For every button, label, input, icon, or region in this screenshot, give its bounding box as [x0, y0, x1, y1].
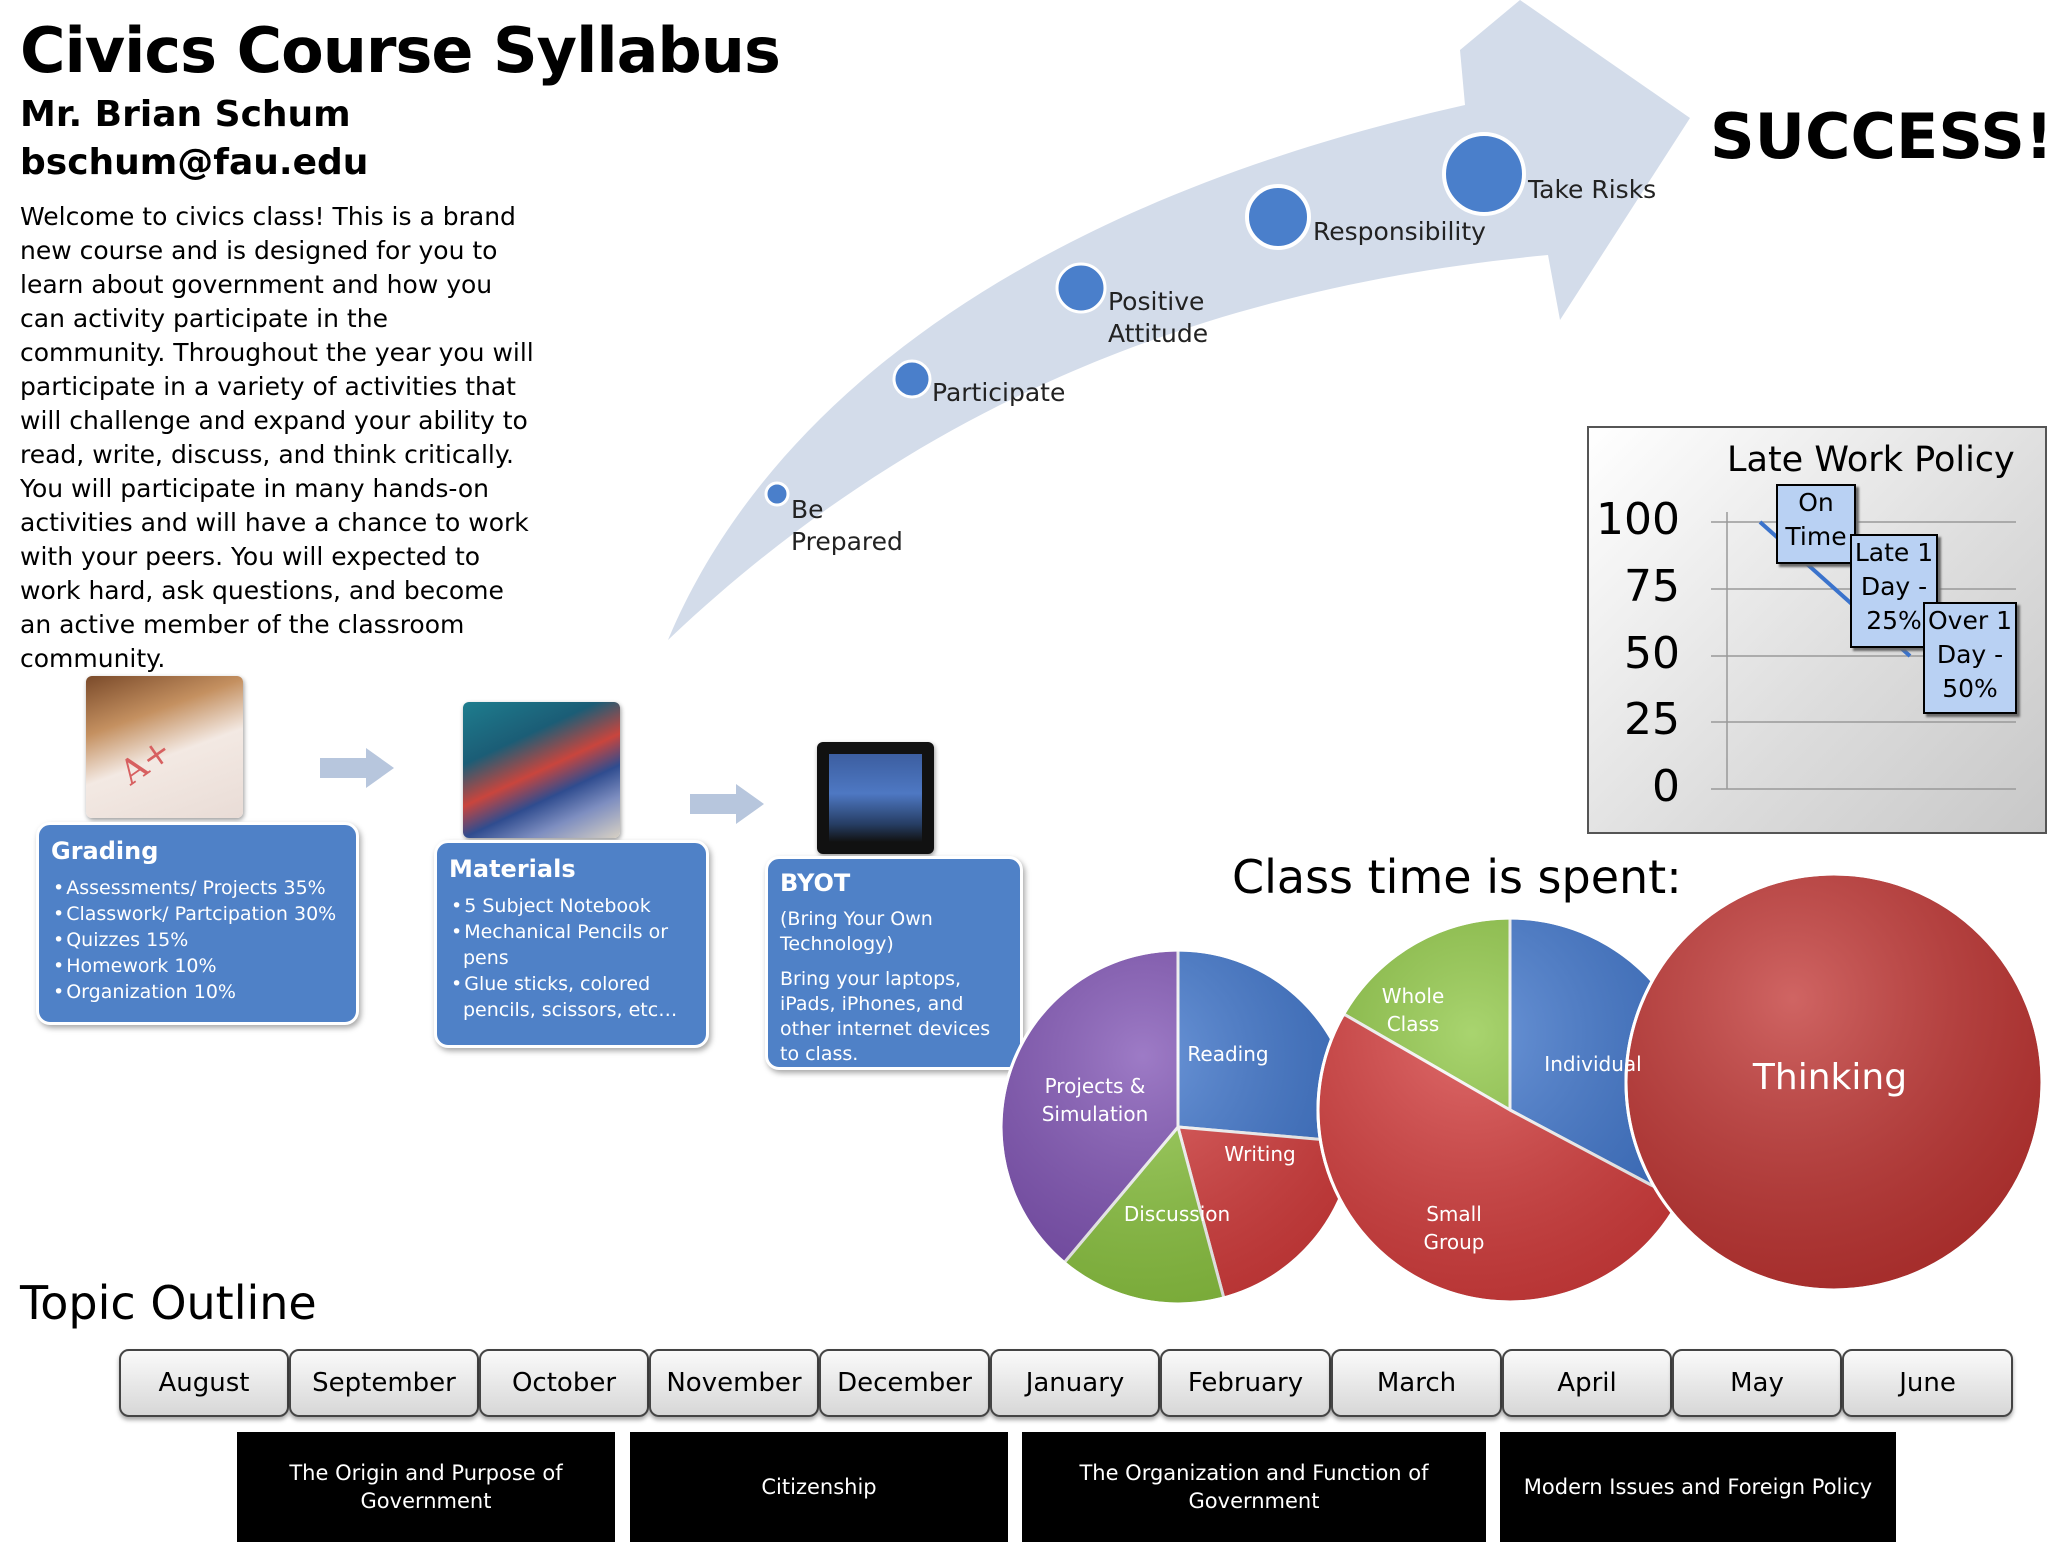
arrow-grading-to-materials	[320, 748, 394, 788]
byot-subtitle: (Bring Your Own Technology)	[780, 908, 933, 955]
step-dot-5	[1442, 132, 1526, 216]
month-june[interactable]: June	[1842, 1349, 2013, 1417]
byot-body: Bring your laptops, iPads, iPhones, and …	[780, 968, 991, 1065]
step-be-prepared: Be Prepared	[791, 495, 903, 556]
materials-card: Materials 5 Subject Notebook Mechanical …	[434, 840, 709, 1048]
step-dot-4	[1245, 184, 1311, 250]
unit-citizenship: Citizenship	[630, 1432, 1008, 1542]
y-tick: 25	[1624, 694, 1680, 745]
note-late-one-day: Late 1 Day - 25%	[1850, 534, 1938, 648]
pie-label-whole-class: Whole Class	[1381, 984, 1445, 1036]
month-august[interactable]: August	[119, 1349, 289, 1417]
notebooks-photo	[463, 702, 620, 838]
step-take-risks: Take Risks	[1528, 175, 1657, 204]
materials-title: Materials	[449, 855, 576, 883]
note-on-time: On Time	[1776, 484, 1856, 564]
step-responsibility: Responsibility	[1313, 217, 1486, 246]
pie-label-writing: Writing	[1224, 1142, 1296, 1166]
month-october[interactable]: October	[479, 1349, 649, 1417]
late-work-title: Late Work Policy	[1727, 440, 2015, 480]
month-november[interactable]: November	[649, 1349, 819, 1417]
step-participate: Participate	[932, 378, 1066, 407]
arrow-materials-to-byot	[690, 784, 764, 824]
month-january[interactable]: January	[990, 1349, 1160, 1417]
intro-paragraph: Welcome to civics class! This is a brand…	[20, 202, 534, 673]
pie-label-reading: Reading	[1187, 1042, 1269, 1066]
byot-title: BYOT	[780, 869, 851, 897]
month-september[interactable]: September	[289, 1349, 479, 1417]
unit-organization-function: The Organization and Function of Governm…	[1022, 1432, 1486, 1542]
pie-label-thinking: Thinking	[1752, 1057, 1908, 1098]
grading-item: Quizzes 15%	[51, 927, 344, 953]
pie-label-discussion: Discussion	[1123, 1202, 1231, 1226]
grading-card: Grading Assessments/ Projects 35% Classw…	[36, 822, 359, 1025]
month-march[interactable]: March	[1331, 1349, 1502, 1417]
grading-item: Assessments/ Projects 35%	[51, 875, 344, 901]
materials-item: Mechanical Pencils or pens	[449, 919, 694, 971]
graded-paper-photo: A+	[86, 676, 243, 818]
pie-label-individual: Individual	[1544, 1052, 1642, 1076]
tablet-photo	[817, 742, 934, 854]
note-over-one-day: Over 1 Day - 50%	[1923, 602, 2017, 714]
unit-modern-issues: Modern Issues and Foreign Policy	[1500, 1432, 1896, 1542]
unit-origin-purpose: The Origin and Purpose of Government	[237, 1432, 615, 1542]
success-heading: SUCCESS!	[1710, 100, 2048, 173]
grading-item: Organization 10%	[51, 979, 344, 1005]
byot-card: BYOT (Bring Your Own Technology) Bring y…	[765, 856, 1023, 1070]
materials-item: Glue sticks, colored pencils, scissors, …	[449, 971, 694, 1023]
page-title: Civics Course Syllabus	[20, 14, 781, 87]
month-december[interactable]: December	[819, 1349, 990, 1417]
step-dot-1	[764, 481, 790, 507]
grading-title: Grading	[51, 837, 159, 865]
month-february[interactable]: February	[1160, 1349, 1331, 1417]
materials-item: 5 Subject Notebook	[449, 893, 694, 919]
grading-item: Homework 10%	[51, 953, 344, 979]
y-tick: 0	[1652, 761, 1680, 812]
topic-outline-title: Topic Outline	[20, 1276, 317, 1330]
y-tick: 50	[1624, 628, 1680, 679]
month-may[interactable]: May	[1672, 1349, 1842, 1417]
teacher-name: Mr. Brian Schum	[20, 94, 351, 135]
pie-shine-overlay	[1624, 872, 2044, 1292]
step-dot-3	[1055, 262, 1107, 314]
pie-label-projects: Projects & Simulation	[1041, 1074, 1149, 1126]
month-april[interactable]: April	[1502, 1349, 1672, 1417]
y-tick: 75	[1624, 561, 1680, 612]
grading-item: Classwork/ Partcipation 30%	[51, 901, 344, 927]
step-dot-2	[892, 359, 932, 399]
class-time-title: Class time is spent:	[1232, 850, 1682, 904]
step-positive-attitude: Positive Attitude	[1108, 287, 1209, 348]
y-tick: 100	[1596, 494, 1680, 545]
pie-label-small-group: Small Group	[1423, 1202, 1485, 1254]
teacher-email: bschum@fau.edu	[20, 142, 369, 183]
